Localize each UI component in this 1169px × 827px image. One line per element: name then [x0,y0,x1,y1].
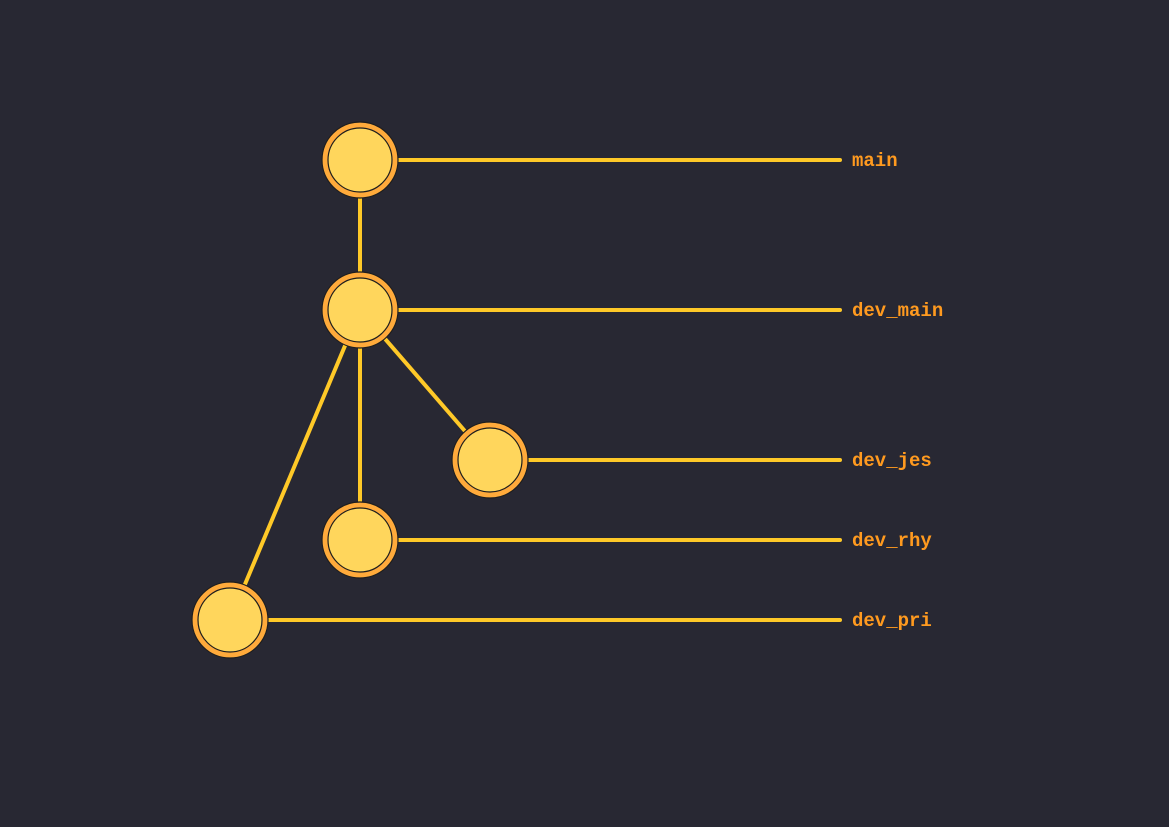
commit-node-main[interactable] [321,121,399,199]
branch-label-dev-main[interactable]: dev_main [852,300,943,322]
commit-node-core [327,507,393,573]
commit-node-dev-pri[interactable] [191,581,269,659]
branch-label-dev-pri[interactable]: dev_pri [852,610,932,632]
commit-node-dev-rhy[interactable] [321,501,399,579]
commit-node-core [457,427,523,493]
edge-dev-main-to-dev-pri [228,308,362,622]
commit-node-core [197,587,263,653]
branch-label-dev-rhy[interactable]: dev_rhy [852,530,932,552]
labels-layer: main dev_main dev_jes dev_rhy dev_pri [852,150,943,632]
branch-label-dev-jes[interactable]: dev_jes [852,450,932,472]
branch-label-main[interactable]: main [852,150,898,172]
commit-node-core [327,277,393,343]
commit-node-dev-main[interactable] [321,271,399,349]
commit-node-core [327,127,393,193]
nodes-layer [191,121,529,659]
branch-lines-layer [228,158,842,622]
commit-node-dev-jes[interactable] [451,421,529,499]
